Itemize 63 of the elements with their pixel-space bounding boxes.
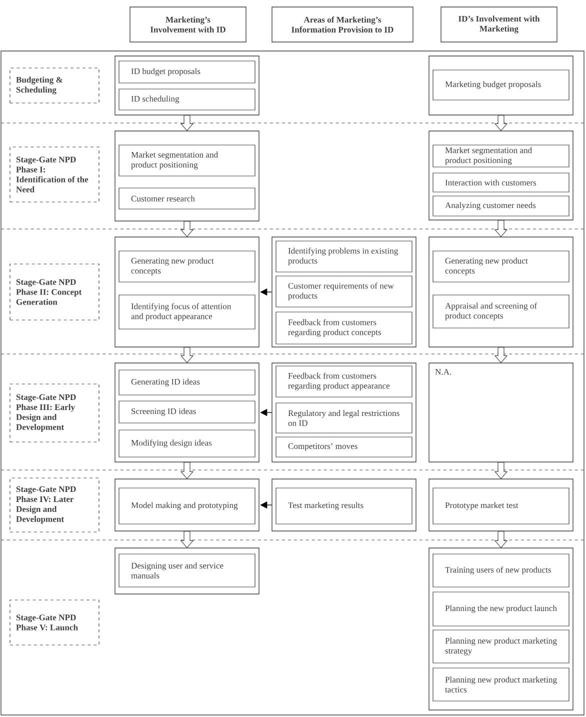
item-box: Model making and prototyping [118,488,256,524]
item-box: Feedback from customers regarding product appearance [276,366,412,398]
group-box [114,478,260,532]
item-box: Market segmentation and product positioning [118,144,256,176]
item-box: Training users of new products [432,554,570,588]
item-box: Appraisal and screening of product concepts [432,294,570,328]
note-box: N.A. [428,362,574,462]
block-arrow [494,220,508,238]
group-box [114,56,260,116]
block-arrow [180,347,194,364]
block-arrow [494,462,508,480]
phase-label-box: Stage-Gate NPD Phase II: Concept Generation [10,264,100,320]
block-arrow [180,221,194,238]
item-box: Marketing budget proposals [432,70,570,100]
item-box: Planning new product marketing strategy [432,630,570,664]
item-box: Generating new product concepts [118,250,256,282]
item-box: Prototype market test [432,488,570,524]
item-box: Test marketing results [276,488,412,524]
header-box: Areas of Marketing’s Information Provision to ID [272,6,414,42]
group-box [428,56,574,116]
block-arrow [180,462,194,480]
item-box: Competitors’ moves [276,436,412,458]
item-box: Modifying design ideas [118,430,256,458]
group-box [114,236,260,348]
item-box: Interaction with customers [432,172,570,192]
group-box [428,236,574,348]
block-arrow [494,347,508,364]
item-box: Generating new product concepts [432,250,570,282]
item-box: Regulatory and legal restrictions on ID [276,402,412,434]
group-box [428,548,574,710]
group-box [428,130,574,220]
phase-label-box: Stage-Gate NPD Phase I: Identification of the Need [10,146,100,202]
item-box: Generating ID ideas [118,370,256,396]
item-box: Feedback from customers regarding product concepts [276,312,412,344]
block-arrow [494,531,508,548]
item-box: Planning the new product launch [432,592,570,626]
group-box [428,478,574,532]
group-box [272,478,416,532]
item-box: Customer research [118,188,256,210]
group-box [114,130,260,222]
item-box: Customer requirements of new products [276,276,412,308]
item-box: Screening ID ideas [118,400,256,424]
block-arrow [180,531,194,548]
item-box: Analyzing customer needs [432,196,570,216]
item-box: ID budget proposals [118,60,256,84]
header-box: Marketing’s Involvement with ID [130,6,246,42]
phase-label-box: Stage-Gate NPD Phase IV: Later Design and Development [10,478,100,532]
phase-label-box: Stage-Gate NPD Phase V: Launch [10,600,100,646]
item-box: Designing user and service manuals [118,554,256,588]
block-arrow [494,115,508,132]
block-arrow [180,115,194,132]
item-box: Planning new product marketing tactics [432,668,570,702]
item-box: Market segmentation and product positioning [432,144,570,168]
phase-label-box: Stage-Gate NPD Phase III: Early Design and Development [10,384,100,442]
phase-label-box: Budgeting & Scheduling [10,68,100,104]
group-box [272,362,416,462]
group-box [114,548,260,594]
header-box: ID’s Involvement with Marketing [440,6,558,42]
item-box: Identifying problems in existing products [276,240,412,272]
group-box [272,236,416,348]
group-box [114,362,260,462]
item-box: Identifying focus of attention and product appearance [118,294,256,330]
item-box: ID scheduling [118,88,256,110]
